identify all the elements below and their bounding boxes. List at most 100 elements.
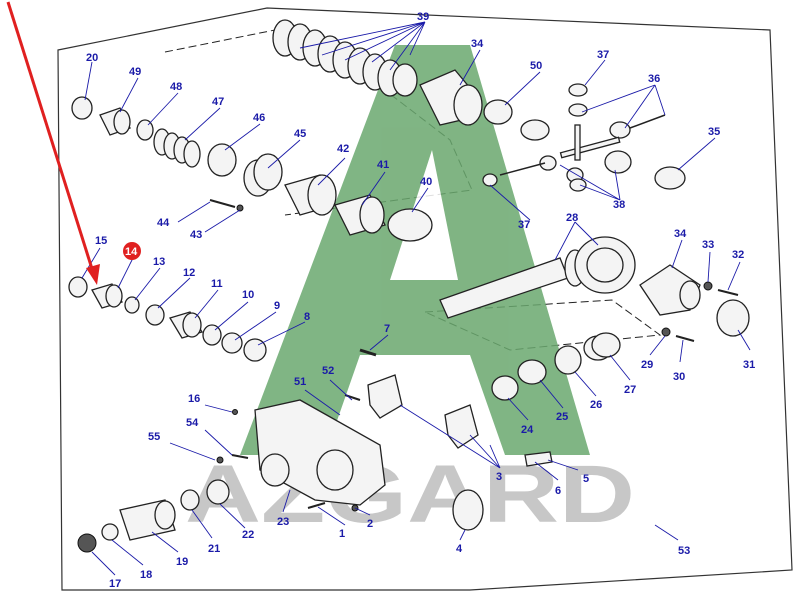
- bolts-29-30-32-33: [661, 281, 739, 342]
- callout-45: 45: [294, 128, 306, 140]
- clutch-plate-pack: [272, 19, 418, 97]
- ring-22: [206, 479, 230, 505]
- callout-9: 9: [274, 300, 280, 312]
- sleeve-14: [91, 283, 123, 309]
- callout-33: 33: [702, 239, 714, 251]
- callout-41: 41: [377, 159, 389, 171]
- callout-6: 6: [555, 485, 561, 497]
- callout-34-upper: 34: [471, 38, 484, 50]
- callout-42: 42: [337, 143, 349, 155]
- callout-43: 43: [190, 229, 202, 241]
- callout-20: 20: [86, 52, 98, 64]
- callout-38: 38: [613, 199, 625, 211]
- shim-35: [654, 166, 686, 190]
- callout-5: 5: [583, 473, 589, 485]
- watermark-brand-text: AZGARD: [185, 449, 635, 540]
- plate-5-6: [524, 451, 553, 467]
- yoke-19: [119, 499, 176, 541]
- callout-49: 49: [129, 66, 141, 78]
- washer-18: [101, 523, 119, 541]
- highlight-badge: [123, 242, 141, 260]
- callout-14: 14: [125, 246, 138, 258]
- callout-31: 31: [743, 359, 755, 371]
- clutch-drum: [419, 69, 483, 126]
- callout-24: 24: [521, 424, 534, 436]
- callout-29: 29: [641, 359, 653, 371]
- callout-54: 54: [186, 417, 199, 429]
- ring-9: [221, 332, 243, 354]
- callout-32: 32: [732, 249, 744, 261]
- callout-10: 10: [242, 289, 254, 301]
- callout-39: 39: [417, 11, 429, 23]
- bolts-1-2: [307, 502, 359, 512]
- callout-28: 28: [566, 212, 578, 224]
- callout-22: 22: [242, 529, 254, 541]
- diff-housing-34: [639, 264, 701, 316]
- callout-21: 21: [208, 543, 220, 555]
- callout-30: 30: [673, 371, 685, 383]
- ring-13: [124, 296, 140, 314]
- shaft-41: [334, 194, 386, 236]
- callout-3: 3: [496, 471, 502, 483]
- callout-47: 47: [212, 96, 224, 108]
- bearing-cap-right: [444, 404, 479, 449]
- watermark-logo: [240, 45, 590, 455]
- callout-15: 15: [95, 235, 107, 247]
- callout-17: 17: [109, 578, 121, 590]
- nut-17: [77, 533, 97, 553]
- callout-34-lower: 34: [674, 228, 687, 240]
- callout-53: 53: [678, 545, 690, 557]
- lower-dashed-outline: [424, 299, 662, 351]
- callout-48: 48: [170, 81, 182, 93]
- bearing-31: [716, 299, 750, 337]
- callout-46: 46: [253, 112, 265, 124]
- callout-12: 12: [183, 267, 195, 279]
- callout-19: 19: [176, 556, 188, 568]
- ring-gear-28: [574, 236, 636, 294]
- callout-7: 7: [384, 323, 390, 335]
- callout-55: 55: [148, 431, 160, 443]
- callout-13: 13: [153, 256, 165, 268]
- ring-21: [180, 489, 200, 511]
- differential-pinions: [482, 83, 666, 192]
- callout-44: 44: [157, 217, 170, 229]
- ring-8: [243, 338, 267, 362]
- callout-51: 51: [294, 376, 306, 388]
- callout-35: 35: [708, 126, 720, 138]
- callout-25: 25: [556, 411, 568, 423]
- hub-42: [284, 174, 337, 216]
- callout-37-upper: 37: [597, 49, 609, 61]
- callout-4: 4: [456, 543, 463, 555]
- highlight-arrow: [6, 1, 100, 285]
- pin-7: [359, 348, 377, 357]
- callout-52: 52: [322, 365, 334, 377]
- ring-10: [202, 324, 222, 346]
- spring-47: [153, 128, 201, 168]
- callout-2: 2: [367, 518, 373, 530]
- callout-27: 27: [624, 384, 636, 396]
- callout-40: 40: [420, 176, 432, 188]
- callout-26: 26: [590, 399, 602, 411]
- callout-8: 8: [304, 311, 310, 323]
- callout-11: 11: [211, 278, 223, 290]
- small-fasteners-16-54-55: [216, 409, 249, 464]
- callout-16: 16: [188, 393, 200, 405]
- spacer-25: [517, 359, 547, 385]
- bearing-cap-left: [367, 374, 403, 419]
- diagram-frame: [57, 7, 793, 591]
- snap-ring-15: [68, 276, 88, 298]
- callout-37-lower: 37: [518, 219, 530, 231]
- washer-46: [207, 143, 237, 177]
- bearing-27: [583, 332, 621, 361]
- bearing-26: [554, 345, 582, 375]
- bushing-11: [169, 311, 203, 339]
- ring-48: [136, 119, 154, 141]
- snap-ring-20: [71, 96, 93, 120]
- callout-23: 23: [277, 516, 289, 528]
- callout-50: 50: [530, 60, 542, 72]
- ring-12: [145, 304, 165, 326]
- callout-1: 1: [339, 528, 345, 540]
- leader-lines: [81, 21, 751, 576]
- bearing-45: [243, 153, 283, 197]
